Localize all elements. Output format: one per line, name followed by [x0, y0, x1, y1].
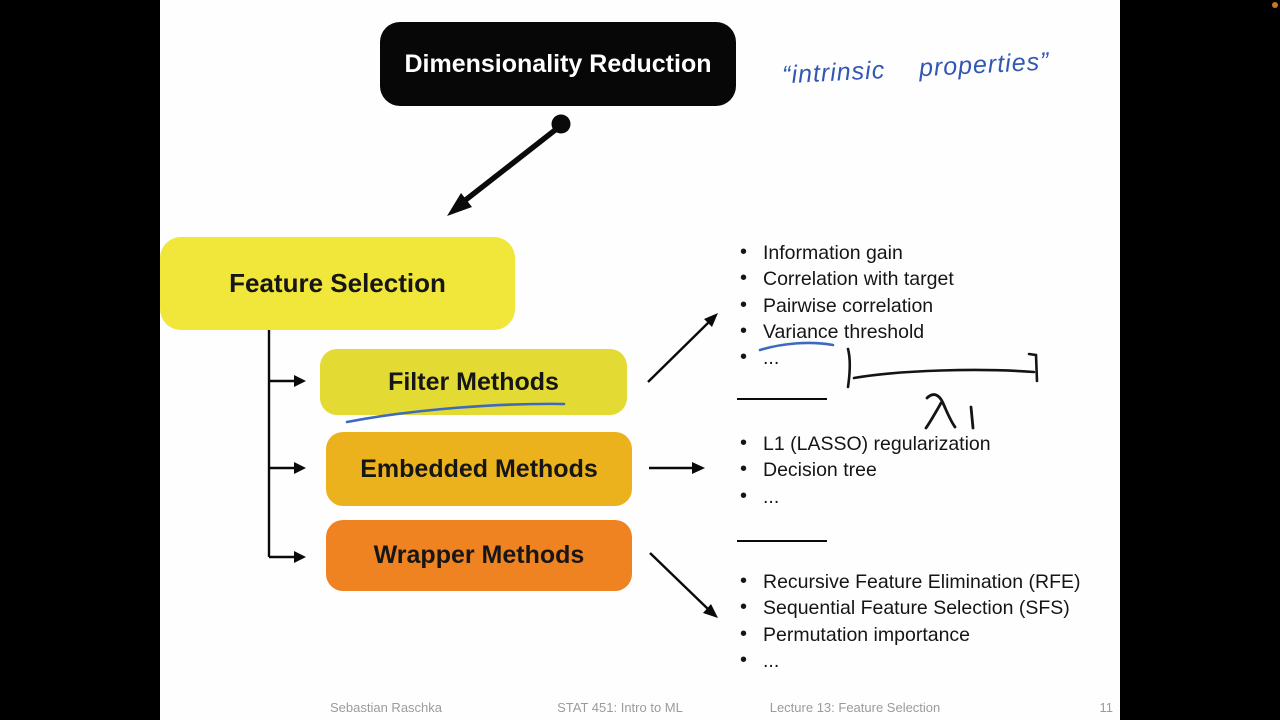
list-item: Sequential Feature Selection (SFS) [738, 594, 1081, 621]
list-item: Information gain [738, 239, 954, 266]
wrapper-methods-label: Wrapper Methods [373, 541, 585, 569]
footer-page-number: 11 [1099, 700, 1114, 715]
list-item: Permutation importance [738, 621, 1081, 648]
slide: Dimensionality Reduction “intrinsic prop… [160, 0, 1120, 720]
footer-lecture: Lecture 13: Feature Selection [769, 700, 941, 715]
filter-methods-list: Information gain Correlation with target… [738, 239, 954, 371]
feature-selection-box: Feature Selection [160, 237, 515, 330]
list-item: ... [738, 647, 1081, 674]
handwritten-tick [969, 405, 975, 430]
filter-methods-box: Filter Methods [320, 349, 627, 415]
letterbox-left [0, 0, 160, 720]
dimensionality-reduction-box: Dimensionality Reduction [380, 22, 736, 106]
list-item: L1 (LASSO) regularization [738, 430, 991, 457]
feature-selection-label: Feature Selection [229, 268, 446, 298]
list-item: Correlation with target [738, 265, 954, 292]
wrapper-methods-list: Recursive Feature Elimination (RFE) Sequ… [738, 568, 1081, 674]
list-item: ... [738, 344, 954, 371]
arrow-root-to-feature-selection [447, 114, 571, 216]
footer-course: STAT 451: Intro to ML [557, 700, 683, 715]
wrapper-methods-box: Wrapper Methods [326, 520, 632, 591]
embedded-methods-box: Embedded Methods [326, 432, 632, 506]
handwritten-intrinsic-properties: “intrinsic properties” [781, 47, 1051, 90]
slide-footer: Sebastian Raschka STAT 451: Intro to ML … [160, 700, 1120, 720]
embedded-methods-list: L1 (LASSO) regularization Decision tree … [738, 430, 991, 510]
list-item: Decision tree [738, 456, 991, 483]
feature-selection-connector-tree [267, 330, 306, 563]
list-item: Variance threshold [738, 318, 954, 345]
orange-dot [1272, 2, 1278, 8]
list-item: ... [738, 483, 991, 510]
list-item: Pairwise correlation [738, 292, 954, 319]
arrow-embedded-to-list [649, 462, 705, 474]
arrow-filter-to-list [647, 313, 718, 383]
list-item: Recursive Feature Elimination (RFE) [738, 568, 1081, 595]
filter-methods-label: Filter Methods [388, 367, 559, 396]
handwritten-lambda [924, 393, 957, 430]
footer-author: Sebastian Raschka [329, 700, 443, 715]
embedded-methods-label: Embedded Methods [360, 454, 598, 483]
letterbox-right [1120, 0, 1280, 720]
dimensionality-reduction-label: Dimensionality Reduction [404, 49, 712, 78]
arrow-wrapper-to-list [649, 552, 718, 618]
